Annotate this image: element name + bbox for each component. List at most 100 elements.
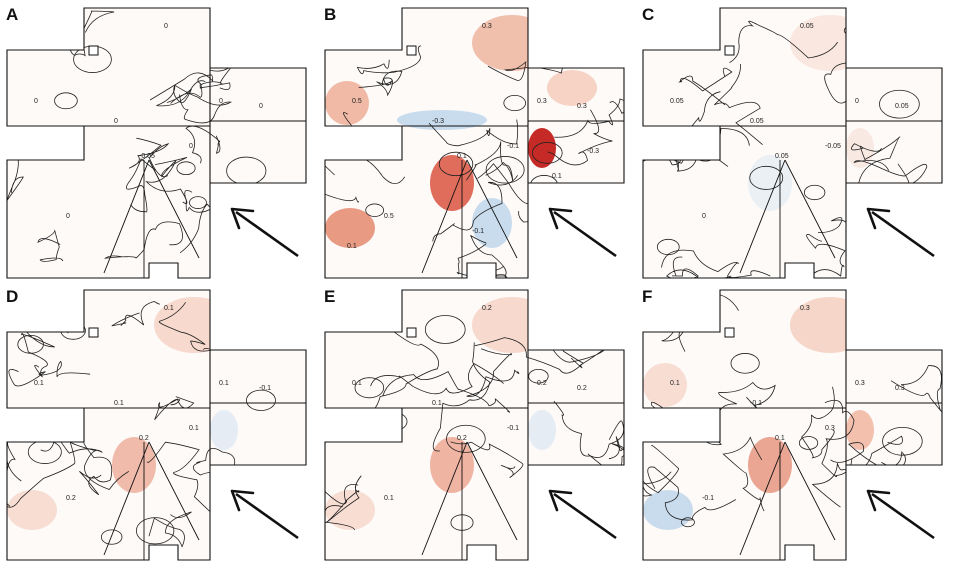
contour-line [528, 368, 549, 384]
contour-line [79, 440, 113, 496]
contour-line [899, 329, 921, 346]
contour-label: -0.1 [259, 385, 271, 392]
contour-label: 0.1 [114, 400, 124, 407]
contour-label: 0.05 [895, 103, 909, 110]
contour-line [821, 399, 855, 478]
contour-line [325, 162, 359, 203]
building-wing [846, 67, 943, 184]
contour-line [176, 161, 196, 176]
contour-label: 0 [855, 98, 859, 105]
marker-square [88, 45, 99, 56]
value-blob [325, 490, 375, 530]
contour-line [428, 119, 519, 147]
building-outline [6, 7, 211, 279]
contour-line [749, 165, 784, 190]
contour-label: 0.2 [457, 435, 467, 442]
contour-line [128, 137, 170, 178]
contour-label: 0.3 [825, 425, 835, 432]
wind-direction-arrow [866, 489, 935, 540]
contour-map: 0.30.30.1-0.10.10.30.3-0.1 [642, 289, 943, 561]
contour-label: 0.1 [670, 380, 680, 387]
contour-line [148, 511, 192, 548]
contour-line [258, 258, 285, 277]
building-wing [528, 349, 625, 466]
contour-line [424, 315, 466, 344]
contour-line [325, 491, 348, 532]
contour-line [577, 298, 624, 329]
contour-label: 0.2 [139, 435, 149, 442]
contour-line [354, 377, 385, 399]
value-blob [397, 110, 487, 130]
contour-line [135, 517, 175, 545]
contour-line [722, 436, 765, 512]
contour-label: 0.5 [384, 213, 394, 220]
contour-line [801, 386, 835, 459]
contour-line [7, 440, 22, 482]
contour-label: 0.1 [189, 425, 199, 432]
building-outline [324, 7, 529, 279]
panel-letter: F [642, 287, 652, 306]
contour-line [903, 514, 942, 541]
contour-line [803, 184, 826, 201]
contour-label: 0.2 [537, 380, 547, 387]
contour-label: -0.1 [750, 400, 762, 407]
contour-label: 0.05 [775, 153, 789, 160]
contour-line [17, 334, 44, 354]
contour-label: 0 [219, 98, 223, 105]
value-blob [748, 155, 792, 211]
building-wing [210, 349, 307, 466]
contour-label: 0.2 [577, 385, 587, 392]
panel-b: 0.30.30.50.50.1-0.10.3-0.3-0.30.1-0.10.1… [324, 5, 625, 279]
contour-line [678, 67, 733, 106]
contour-line [643, 444, 680, 497]
contour-line [681, 517, 695, 528]
marker-square [406, 327, 417, 338]
contour-line [446, 424, 486, 453]
contour-line [503, 95, 526, 112]
contour-label: -0.05 [139, 153, 155, 160]
value-blob [430, 155, 474, 211]
contour-label: -0.1 [472, 228, 484, 235]
contour-label: 0 [34, 98, 38, 105]
contour-line [882, 427, 923, 456]
contour-label: 0 [164, 23, 168, 30]
value-blob [325, 81, 369, 125]
contour-label: -0.05 [825, 143, 841, 150]
contour-line [450, 514, 474, 531]
building-outline [6, 289, 211, 561]
value-blob [112, 437, 156, 493]
contour-line [487, 48, 588, 81]
contour-line [358, 70, 403, 97]
contour-line [382, 371, 511, 413]
contour-label: 0 [114, 118, 118, 125]
contour-line [656, 238, 680, 256]
wind-direction-arrow [548, 489, 617, 540]
value-blob [643, 363, 687, 407]
contour-line [466, 348, 520, 397]
contour-line [661, 249, 771, 278]
value-blob [547, 70, 597, 106]
contour-line [145, 157, 188, 205]
contour-label: 0.3 [855, 380, 865, 387]
value-blob [846, 410, 874, 450]
contour-line [432, 175, 519, 242]
contour-line [868, 528, 900, 560]
contour-line [717, 381, 776, 417]
contour-line [432, 342, 491, 452]
wind-direction-arrow [548, 207, 617, 258]
contour-line [450, 441, 524, 478]
contour-label: 0.3 [482, 23, 492, 30]
contour-line [798, 436, 819, 450]
contour-line [185, 125, 221, 164]
contour-line [438, 151, 474, 177]
panel-letter: E [324, 287, 335, 306]
wind-direction-arrow [230, 207, 299, 258]
contour-line [174, 84, 233, 124]
contour-line [531, 142, 563, 164]
value-blob [748, 437, 792, 493]
contour-label: -0.3 [432, 118, 444, 125]
